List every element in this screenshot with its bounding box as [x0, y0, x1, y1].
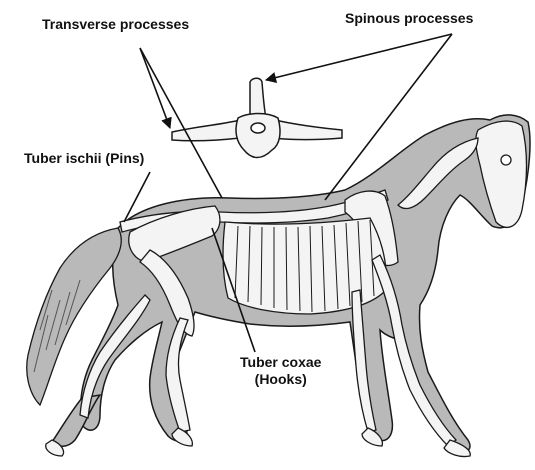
tuber-ischii-label: Tuber ischii (Pins) [24, 150, 144, 167]
tuber-coxae-label-line2: (Hooks) [240, 371, 321, 388]
tuber-coxae-label-line1: Tuber coxae [240, 354, 321, 371]
tuber-coxae-label: Tuber coxae (Hooks) [240, 354, 321, 388]
vertebra-illustration [172, 78, 342, 157]
transverse-arrow-right [140, 48, 222, 198]
transverse-processes-label: Transverse processes [42, 16, 189, 33]
spinous-arrow-left [266, 34, 452, 80]
spinous-processes-label: Spinous processes [345, 10, 473, 27]
transverse-arrow-left [140, 48, 170, 128]
